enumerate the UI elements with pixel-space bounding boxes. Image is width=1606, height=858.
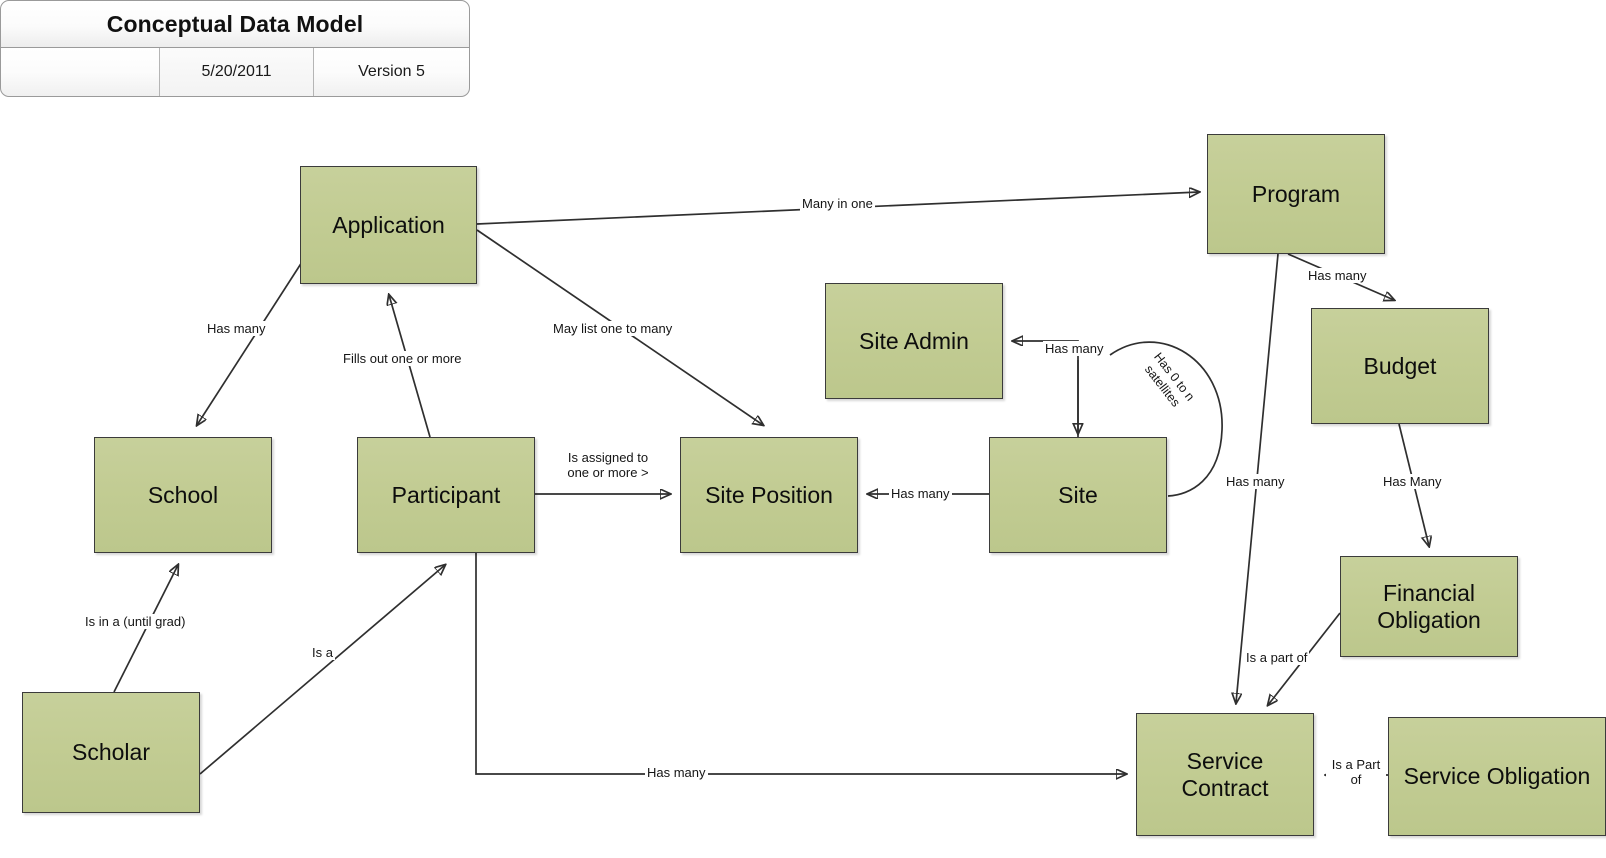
title-block-version: Version 5 [358,63,425,80]
edge-application-school [197,261,303,425]
entity-site[interactable]: Site [989,437,1167,553]
edge-label-budget-financial-obligation: Has Many [1381,474,1444,490]
edge-label-application-school: Has many [205,321,268,337]
entity-scholar[interactable]: Scholar [22,692,200,813]
entity-application[interactable]: Application [300,166,477,284]
entity-program[interactable]: Program [1207,134,1385,254]
edge-label-fills-out-one-or-more: Fills out one or more [341,351,464,367]
edge-label-participant-service-contract: Has many [645,765,708,781]
entity-site-admin[interactable]: Site Admin [825,283,1003,399]
edge-label-site-site-position: Has many [889,486,952,502]
edge-label-program-service-contract: Has many [1224,474,1287,490]
entity-budget[interactable]: Budget [1311,308,1489,424]
entity-site-position[interactable]: Site Position [680,437,858,553]
title-block-meta-row: 5/20/2011 Version 5 [0,47,470,97]
entity-participant[interactable]: Participant [357,437,535,553]
edge-participant-service-contract [475,553,1126,774]
edge-label-is-a-part-of-service-obligation: Is a Part of [1326,757,1386,788]
entity-school[interactable]: School [94,437,272,553]
edge-site-satellites [1109,341,1223,497]
entity-service-contract[interactable]: Service Contract [1136,713,1314,836]
edge-label-program-budget: Has many [1306,268,1369,284]
edge-label-is-a-part-of: Is a part of [1244,650,1310,666]
title-block-header: Conceptual Data Model [0,0,470,48]
entity-financial-obligation[interactable]: Financial Obligation [1340,556,1518,657]
entity-service-obligation[interactable]: Service Obligation [1388,717,1606,836]
edge-label-is-assigned-to-one-or-more: Is assigned to one or more > [558,450,658,481]
title-block: Conceptual Data Model 5/20/2011 Version … [0,0,472,98]
edge-label-may-list-one-to-many: May list one to many [551,321,675,337]
edge-label-is-a: Is a [310,645,335,661]
edge-label-is-in-a-until-grad: Is in a (until grad) [83,614,188,630]
edge-scholar-participant [199,565,445,775]
edge-label-site-site-admin: Has many [1043,341,1106,357]
edge-label-many-in-one: Many in one [800,196,875,212]
page-title: Conceptual Data Model [106,10,364,37]
title-block-date: 5/20/2011 [159,48,314,96]
